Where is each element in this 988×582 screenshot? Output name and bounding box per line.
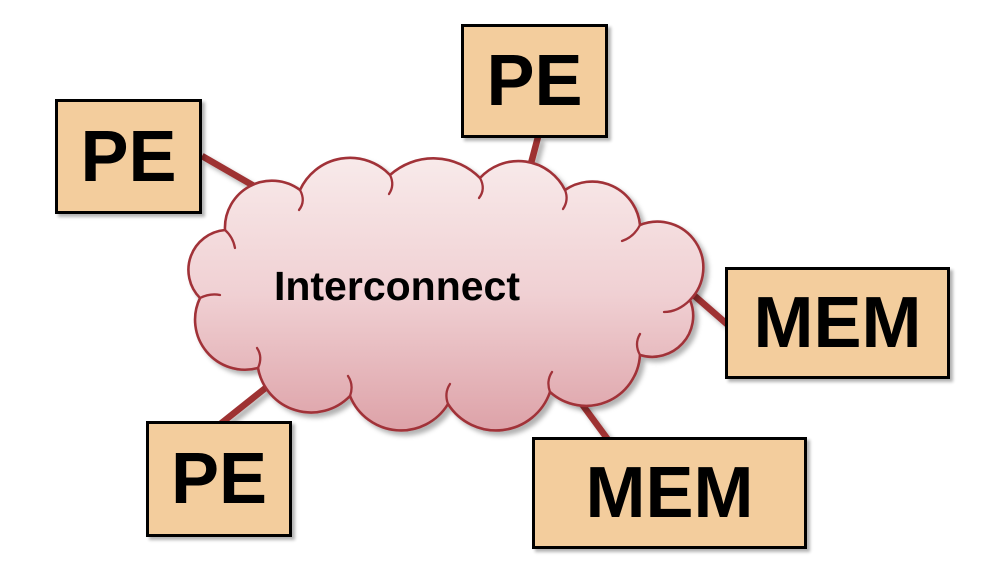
node-label: MEM (753, 283, 922, 363)
node-pe-bottom-left: PE (146, 421, 292, 537)
node-pe-top: PE (461, 24, 608, 138)
node-label: PE (170, 439, 268, 519)
node-label: PE (80, 116, 177, 197)
connector-mem-right (686, 288, 731, 328)
node-label: PE (486, 41, 583, 121)
node-label: MEM (585, 453, 754, 533)
interconnect-label-text: Interconnect (273, 262, 521, 309)
node-mem-right: MEM (725, 267, 950, 379)
interconnect-cloud-shape (187, 156, 705, 432)
interconnect-label: Interconnect (247, 261, 547, 311)
node-mem-bottom: MEM (532, 437, 807, 549)
cloud-scallop-details (198, 173, 692, 406)
node-pe-left: PE (55, 99, 202, 214)
connector-pe-bottom (216, 383, 271, 428)
